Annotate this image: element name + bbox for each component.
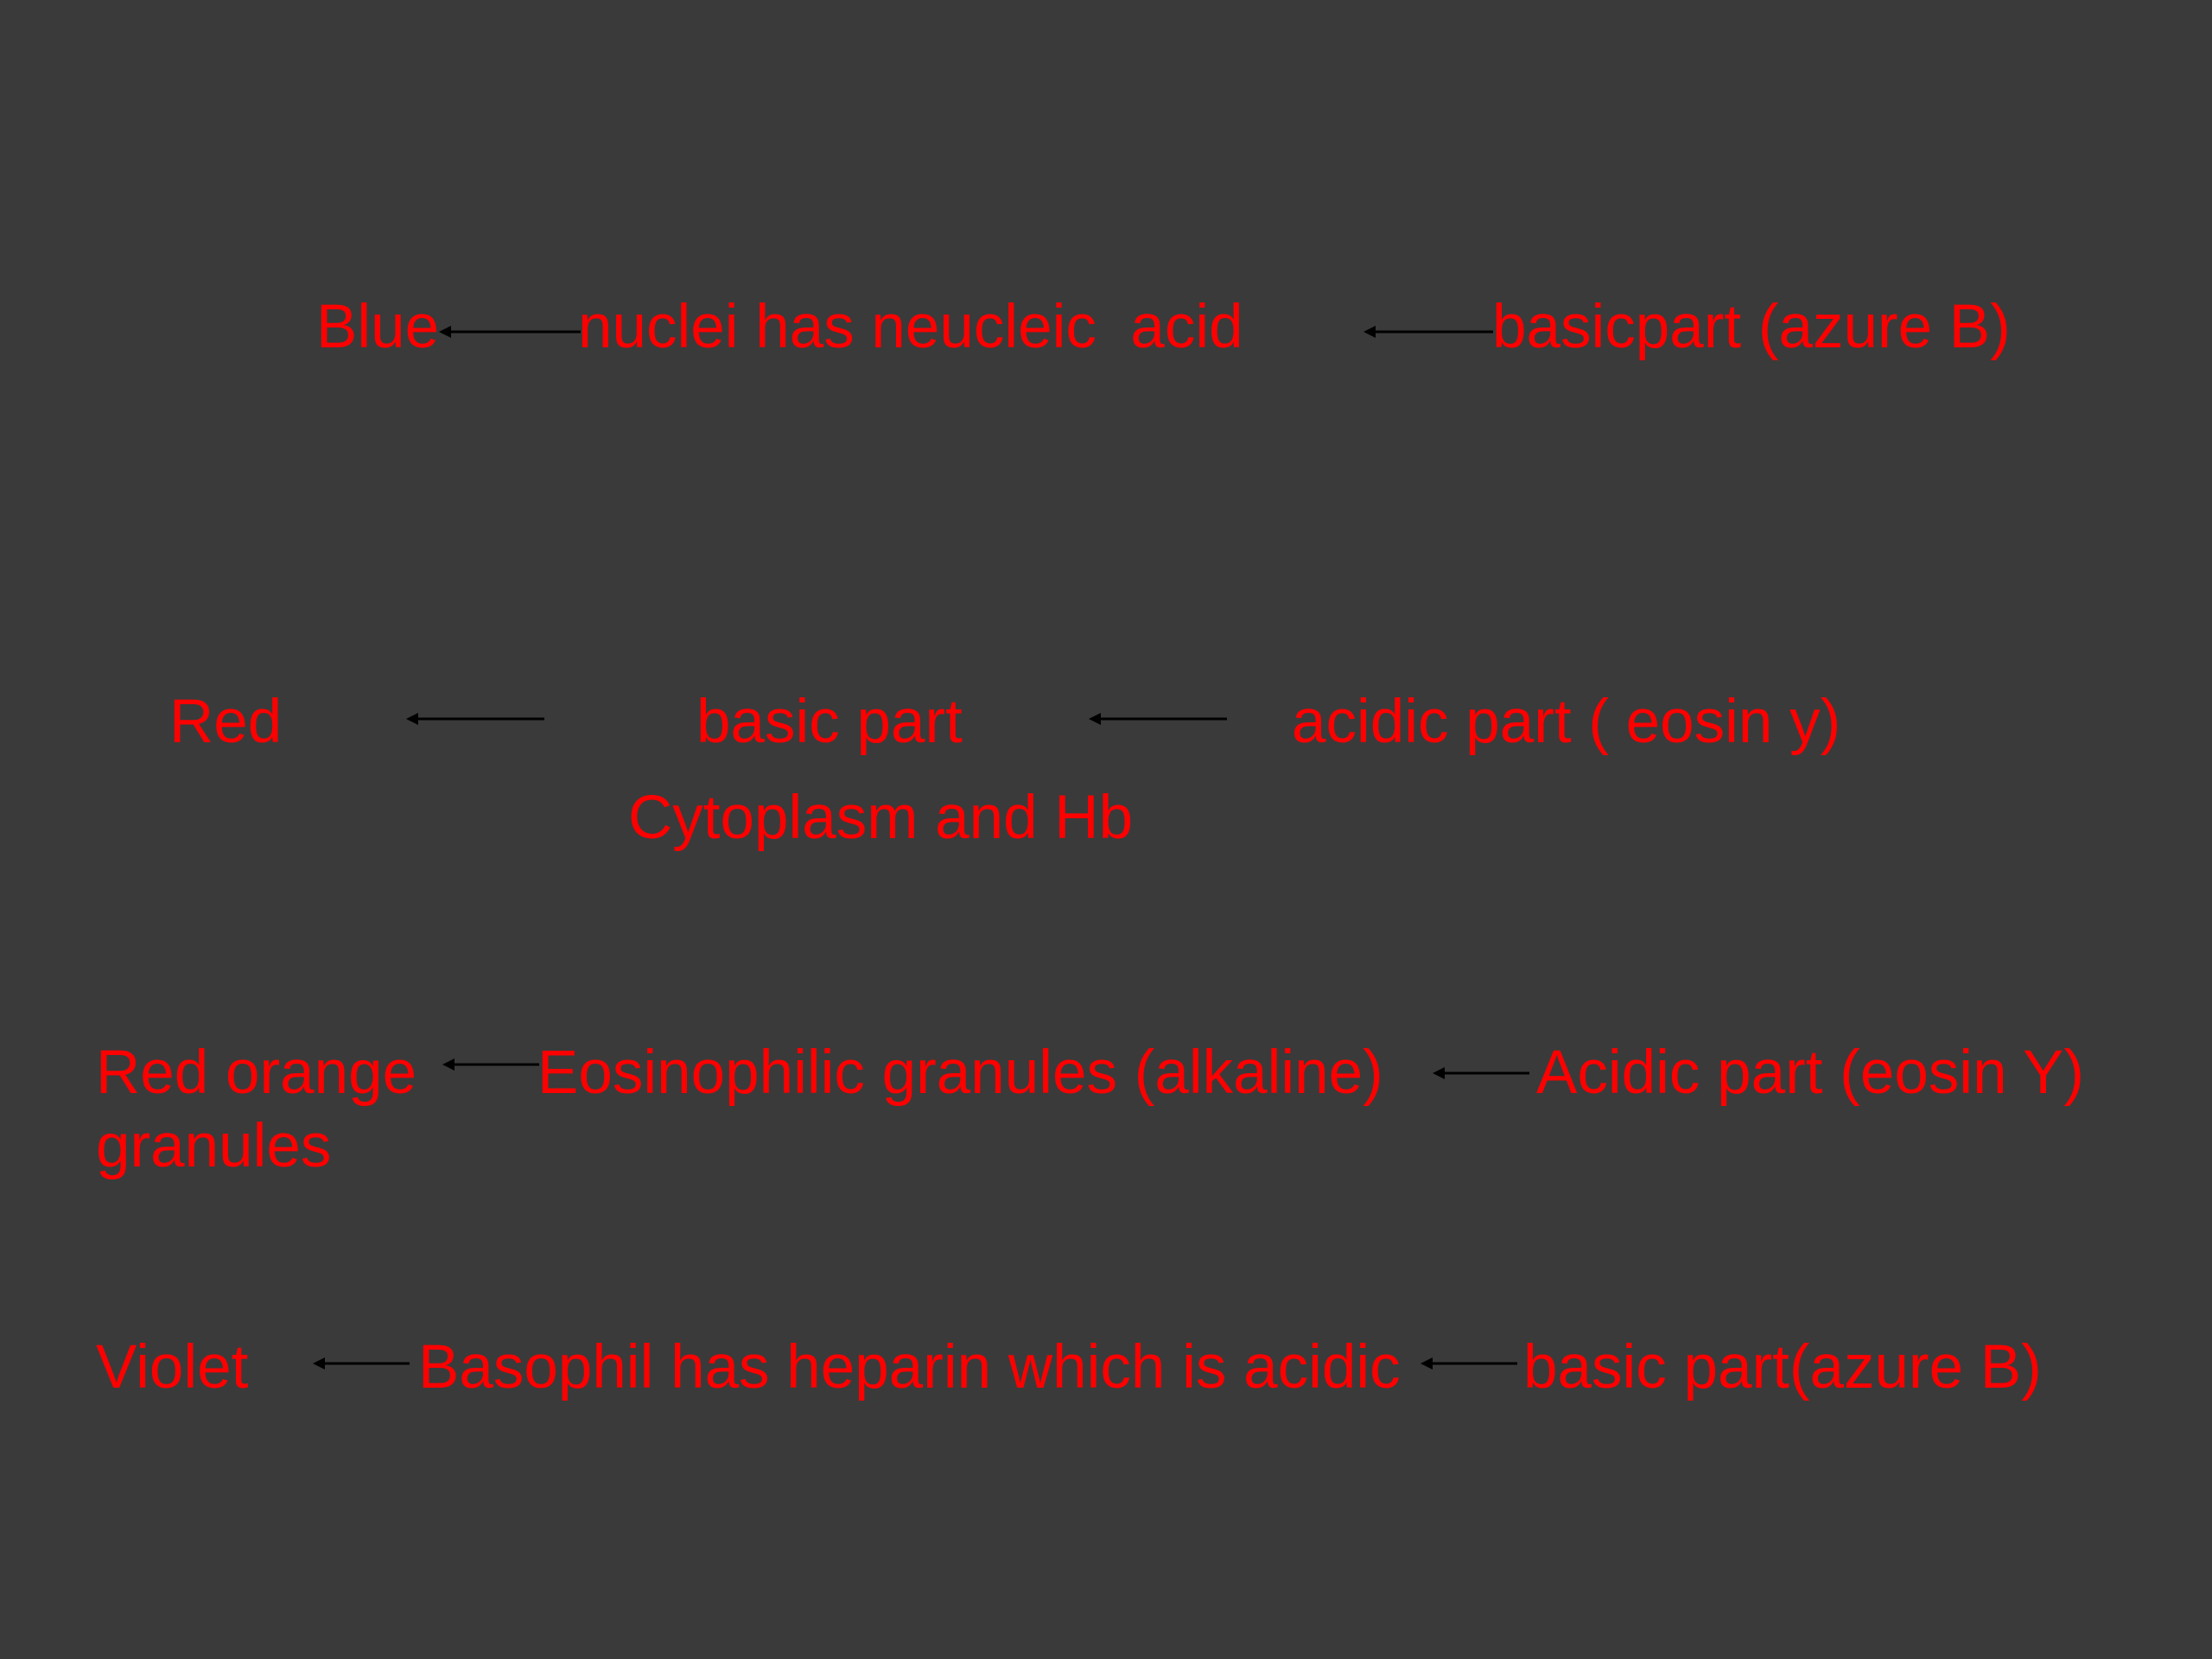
row4-result-label: Violet — [96, 1333, 249, 1402]
row4-right-label: basic part(azure B) — [1523, 1333, 2042, 1402]
row3-result-label-line2: granules — [96, 1112, 332, 1180]
row2-left-arrow-icon — [406, 710, 544, 728]
row1-right-label: basicpart (azure B) — [1492, 293, 2011, 361]
row2-right-label: acidic part ( eosin y) — [1292, 688, 1841, 756]
row2-middle-label: basic part — [696, 688, 963, 756]
row4-left-arrow-icon — [313, 1355, 410, 1372]
row3-right-label: Acidic part (eosin Y) — [1536, 1039, 2085, 1107]
row3-result-label: Red orange — [96, 1039, 417, 1107]
row3-left-arrow-icon — [442, 1056, 539, 1073]
row2-right-arrow-icon — [1089, 710, 1227, 728]
row3-right-arrow-icon — [1433, 1065, 1529, 1082]
row4-middle-label: Basophil has heparin which is acidic — [418, 1333, 1401, 1402]
row1-middle-label: nuclei has neucleic acid — [578, 293, 1243, 361]
row2-result-label: Red — [169, 688, 283, 756]
row1-result-label: Blue — [316, 293, 440, 361]
row4-right-arrow-icon — [1421, 1355, 1517, 1372]
row3-middle-label: Eosinophilic granules (alkaline) — [537, 1039, 1383, 1107]
row1-left-arrow-icon — [439, 323, 581, 340]
row1-right-arrow-icon — [1363, 323, 1493, 340]
row2-note-label: Cytoplasm and Hb — [628, 784, 1134, 852]
